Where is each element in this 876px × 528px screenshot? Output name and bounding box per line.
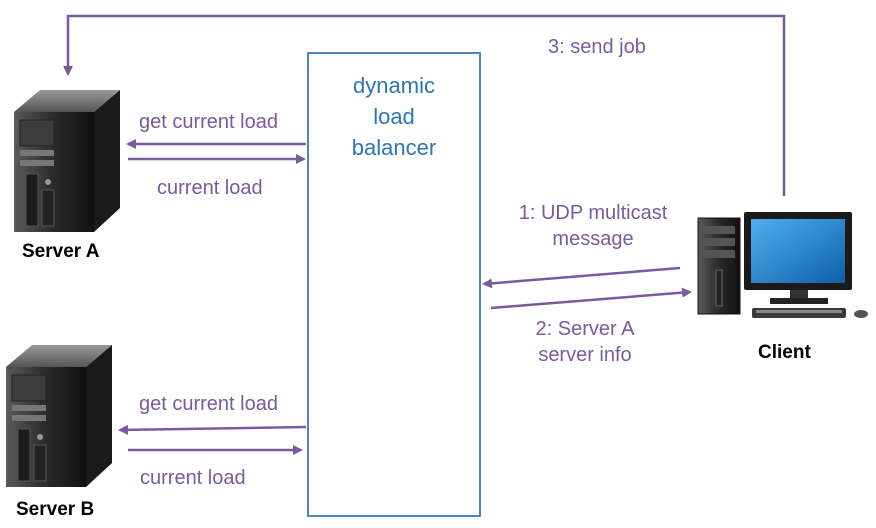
- server-tower-icon: [14, 90, 120, 232]
- server-b-name: Server B: [16, 499, 95, 520]
- server-a-response-label: current load: [157, 177, 263, 199]
- server-tower-icon: [6, 345, 112, 487]
- send-job-arrow: [63, 14, 786, 196]
- load-balancer-title-line: dynamic: [353, 73, 435, 98]
- server-a-name: Server A: [22, 241, 100, 262]
- udp-multicast-label-line: message: [552, 228, 634, 250]
- send-job-label: 3: send job: [548, 36, 646, 58]
- load-balancer-box: [307, 52, 481, 517]
- load-balancer-title-line: balancer: [351, 135, 437, 160]
- udp-multicast-label-line: 1: UDP multicast: [518, 202, 668, 224]
- udp-multicast-label: 1: UDP multicast message: [508, 200, 678, 252]
- desktop-computer-icon: [697, 212, 868, 318]
- server-info-label: 2: Server A server info: [500, 316, 670, 368]
- server-b-request-arrow: [118, 424, 307, 435]
- load-balancer-title: dynamic load balancer: [307, 70, 481, 163]
- server-info-label-line: server info: [538, 344, 632, 366]
- server-b-response-label: current load: [140, 467, 246, 489]
- load-balancer-title-line: load: [373, 104, 415, 129]
- server-info-arrow: [490, 287, 692, 310]
- server-b-request-label: get current load: [139, 393, 278, 415]
- server-a-request-label: get current load: [139, 111, 278, 133]
- client-name: Client: [758, 342, 811, 363]
- udp-multicast-arrow: [482, 266, 681, 289]
- server-info-label-line: 2: Server A: [535, 318, 635, 340]
